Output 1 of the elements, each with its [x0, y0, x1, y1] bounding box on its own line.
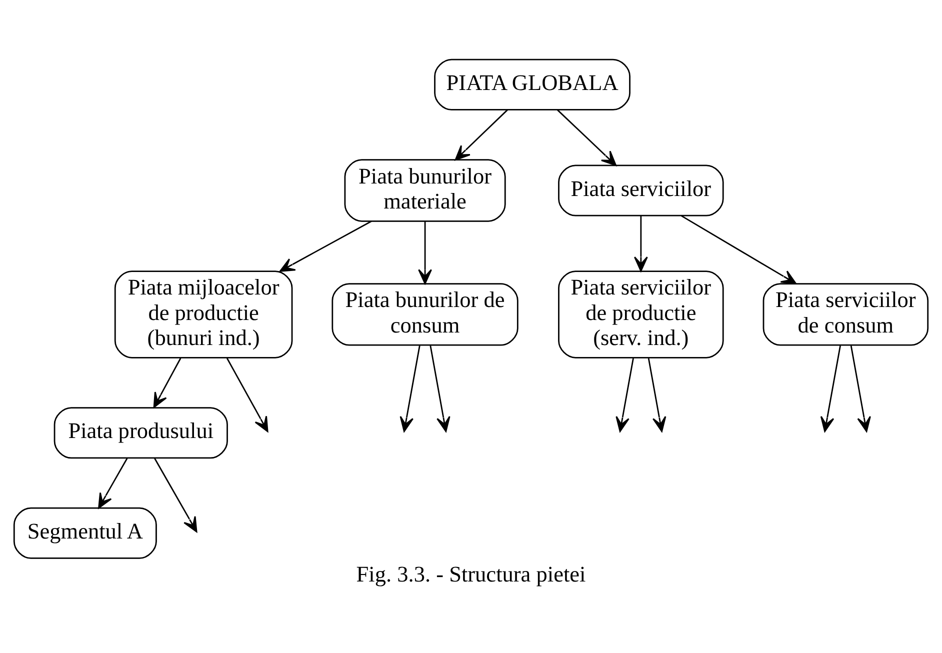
caption: Fig. 3.3. - Structura pietei [356, 561, 586, 586]
